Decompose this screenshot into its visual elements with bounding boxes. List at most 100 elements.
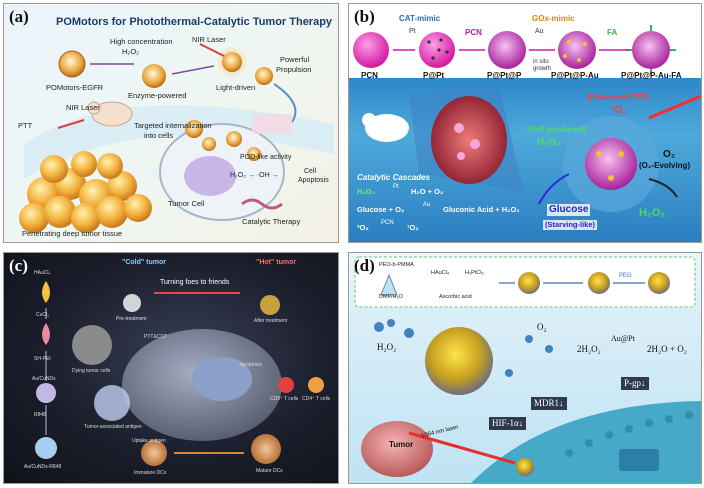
- apoptosis-cell: [252, 114, 292, 134]
- transporter: [619, 449, 659, 471]
- r848-label: R848: [34, 412, 46, 418]
- panel-c-tag: (c): [9, 256, 28, 275]
- cucl2-drop: [42, 323, 50, 345]
- apoptosis-label: Apoptosis: [298, 177, 329, 184]
- o2-label: O₂: [663, 149, 676, 160]
- eq2-right: Gluconic Acid + H₂O₂: [443, 205, 520, 214]
- growth-label: growth: [533, 66, 552, 72]
- laser-beam: [648, 94, 701, 120]
- pretreatment-label: Pre-treatment: [116, 316, 147, 322]
- nucleus-c: [192, 357, 252, 401]
- after-treatment-label: After treatment: [254, 318, 288, 324]
- mitochondria: [241, 198, 283, 210]
- mouse-icon: [365, 114, 409, 142]
- immature-dc: [141, 440, 167, 466]
- pomotors-label: POMotors-EGFR: [46, 83, 104, 92]
- np-big: [425, 327, 493, 395]
- mature-dc-label: Mature DCs: [256, 468, 283, 474]
- pre-cell: [123, 294, 141, 312]
- ppt-sphere: [419, 32, 455, 68]
- cd4-cell: [308, 377, 324, 393]
- final-sphere: [632, 31, 670, 69]
- o2-arrow: [648, 178, 678, 198]
- apoptosis-c-label: Apoptosis: [240, 362, 262, 368]
- haucl4-d-label: HAuCl₄: [431, 270, 450, 276]
- catalytic-therapy-label: Catalytic Therapy: [242, 217, 301, 226]
- panel-d: (d) PEO-b-PMMA DMF/H₂O HAuCl₄ H₂PtCl₆ As…: [348, 252, 702, 484]
- reaction-label: H₂O₂ → ·OH →: [230, 172, 279, 179]
- ascorbic-label: Ascorbic acid: [439, 294, 472, 300]
- eq2-left: Glucose + O₂: [357, 205, 405, 214]
- nir-laser-left: NIR Laser: [66, 103, 100, 112]
- h2o2-molecules: [374, 319, 553, 377]
- eq-left-d: 2H₂O₂: [577, 344, 601, 354]
- panel-c: (c) "Cold" tumor "Hot" tumor Turning foe…: [3, 252, 339, 484]
- stage-3: P@Pt@P: [487, 71, 522, 80]
- dying-label: Dying tumor cells: [72, 368, 111, 374]
- turning-label: Turning foes to friends: [160, 279, 230, 286]
- np-1: [518, 272, 540, 294]
- self-produced-label: (Self-produced): [527, 125, 587, 134]
- hif-label: HIF-1α↓: [489, 417, 527, 430]
- aucur-label: Au/CuNDs-R848: [24, 464, 62, 470]
- glucose-arrow: [538, 173, 570, 205]
- penetrating-label: Penetrating deep tumor tissue: [22, 229, 123, 238]
- high-concentration-label: High concentration: [110, 37, 173, 46]
- o2-evolving-label: (O₂-Evolving): [639, 161, 691, 170]
- h2o2-label: H₂O₂: [122, 47, 140, 56]
- np-small: [516, 458, 534, 476]
- laser-line-2: [199, 43, 225, 57]
- np-2: [588, 272, 610, 294]
- eq3-right: ¹O₂: [407, 223, 419, 232]
- eq-right-d: 2H₂O + O₂: [647, 344, 687, 354]
- brain-tumor: [361, 421, 433, 477]
- arrow-2: [171, 65, 215, 75]
- insitu-label: in situ: [533, 59, 549, 65]
- tumor-cell-label: Tumor Cell: [168, 199, 205, 208]
- stage-1: PCN: [361, 71, 378, 80]
- panel-b-tag: (b): [354, 7, 375, 26]
- laser-line-1: [57, 119, 85, 129]
- enhanced-pdt-label: (Enhanced PDT): [587, 93, 649, 102]
- taa-label: Tumor-associated antigen: [84, 424, 142, 430]
- pod-label: POD-like activity: [240, 154, 292, 161]
- motor-particles: [58, 46, 273, 161]
- h2o2-self-label: H₂O₂: [537, 137, 561, 148]
- into-cells-label: into cells: [144, 131, 174, 140]
- cd8-cell: [278, 377, 294, 393]
- nir-laser-top: NIR Laser: [192, 35, 226, 44]
- pttcdt-label: PTT&CDT: [144, 334, 168, 340]
- tumor-tissue: [19, 151, 152, 233]
- pgp-label: P-gp↓: [621, 377, 649, 390]
- taa-cell: [94, 385, 130, 421]
- propulsion-label: Propulsion: [276, 65, 312, 74]
- tumor-d-label: Tumor: [389, 440, 414, 449]
- panel-d-tag: (d): [354, 256, 375, 275]
- panel-d-artwork: [354, 256, 701, 483]
- laser-beam-d: [408, 431, 516, 465]
- mature-dc: [251, 434, 281, 464]
- eq1-left: H₂O₂: [357, 187, 375, 196]
- eq1-right: H₂O + O₂: [411, 187, 444, 196]
- pptpau-sphere: [558, 31, 596, 69]
- panel-a-artwork: [19, 43, 334, 233]
- panel-a-title: POMotors for Photothermal-Catalytic Tumo…: [56, 16, 333, 28]
- peo-label: PEO-b-PMMA: [379, 262, 414, 268]
- tissue-particles: [454, 123, 480, 160]
- membrane-dots: [565, 411, 693, 457]
- peg-label: PEG: [619, 273, 632, 279]
- dmf-label: DMF/H₂O: [379, 294, 403, 300]
- cat-mimic-label: CAT-mimic: [399, 14, 441, 23]
- au-label: Au: [535, 28, 544, 35]
- eq3-left: ³O₂: [357, 223, 369, 232]
- nucleus: [184, 156, 236, 196]
- cucl2-c-label: CuCl₂: [36, 312, 50, 318]
- np-3: [648, 272, 670, 294]
- cold-tumor-label: "Cold" tumor: [122, 259, 166, 266]
- panel-b: (b) CAT-mimic Pt PCN GOx-mimic Au in sit…: [348, 3, 702, 243]
- ptt-label: PTT: [18, 121, 33, 130]
- haucl4-c-label: HAuCl₄: [34, 270, 51, 276]
- mdr1-label: MDR1↓: [531, 397, 567, 410]
- tumor-tissue: [431, 96, 507, 184]
- o2-d-label: O₂: [537, 322, 547, 332]
